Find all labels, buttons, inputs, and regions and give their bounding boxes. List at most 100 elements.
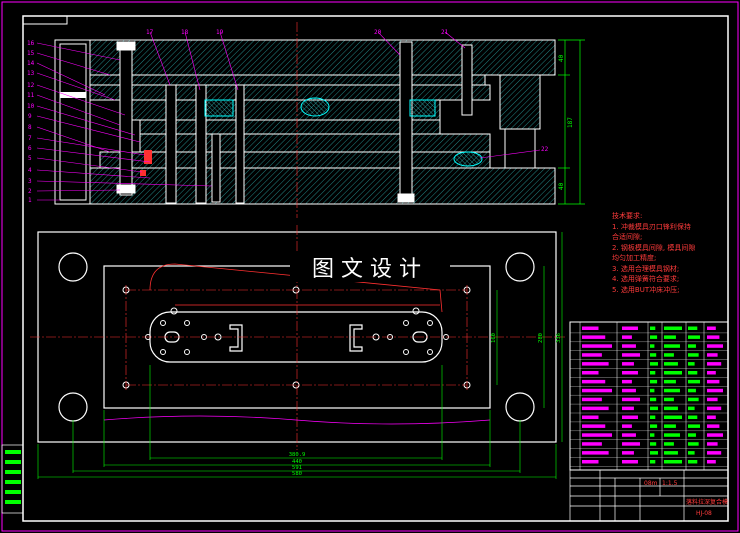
table-cell-text: [664, 388, 680, 393]
dim-plan-h2: 280: [538, 333, 544, 343]
plan-dimensions: [37, 232, 563, 479]
table-cell-text: [688, 362, 695, 366]
table-cell-text: [582, 442, 602, 446]
callout-leaders: [36, 31, 541, 201]
table-cell-text: [664, 451, 678, 455]
watermark-banner: 图文设计: [290, 252, 450, 282]
table-cell-text: [707, 433, 723, 437]
table-cell-text: [650, 371, 656, 375]
callout-18: 18: [181, 29, 189, 36]
table-cell-text: [650, 424, 658, 428]
table-cell-text: [622, 424, 632, 428]
table-cell-text: [582, 406, 609, 411]
table-cell-text: [688, 424, 700, 428]
table-cell-text: [622, 433, 636, 437]
table-cell-text: [650, 415, 656, 419]
table-cell-text: [664, 353, 674, 357]
callout-20: 20: [374, 29, 382, 36]
note-line: 均匀加工精度;: [612, 254, 657, 262]
callout-17: 17: [146, 29, 154, 36]
table-cell-text: [707, 326, 716, 330]
table-cell-text: [664, 415, 682, 419]
blank-outline: [149, 263, 443, 313]
callout-3: 3: [28, 178, 32, 185]
callout-10: 10: [27, 103, 35, 110]
table-cell-text: [664, 344, 680, 348]
dim-plan-h3: 336: [556, 333, 562, 343]
table-cell-text: [707, 424, 720, 428]
table-cell-text: [688, 433, 696, 437]
table-cell-text: [582, 415, 599, 419]
table-cell-text: [707, 451, 722, 455]
callout-6: 6: [28, 145, 32, 152]
guide-hole-br: [505, 392, 535, 422]
table-cell-text: [688, 415, 698, 419]
callout-11: 11: [27, 92, 35, 99]
table-cell-text: [622, 397, 640, 402]
table-cell-text: [664, 424, 676, 428]
guide-hole-tl: [58, 252, 88, 282]
table-cell-text: [688, 344, 696, 348]
table-cell-text: [650, 451, 658, 455]
note-line: 1. 冲裁模具刃口锋利保持: [612, 222, 691, 231]
table-cell-text: [582, 353, 602, 357]
table-cell-text: [707, 406, 722, 411]
note-line: 2. 钢板模具间隙, 模具间隙: [612, 243, 696, 252]
section-dimensions: [558, 39, 585, 205]
table-cell-text: [650, 335, 658, 339]
callout-19: 19: [216, 29, 224, 36]
watermark-text: 图文设计: [311, 257, 428, 282]
table-cell-text: [622, 362, 634, 366]
table-cell-text: [582, 379, 606, 384]
revision-block: [1, 444, 24, 514]
table-cell-text: [622, 460, 638, 464]
table-cell-text: [650, 433, 655, 437]
dim-width-1: 380.9: [289, 452, 306, 458]
drawing-number: HJ-08: [696, 510, 712, 517]
table-cell-text: [622, 379, 632, 384]
table-cell-text: [622, 353, 640, 357]
table-cell-text: [622, 335, 632, 339]
table-cell-text: [622, 371, 638, 375]
table-cell-text: [707, 388, 723, 393]
table-cell-text: [664, 326, 682, 330]
table-cell-text: [707, 362, 722, 366]
table-cell-text: [582, 335, 606, 339]
parts-list-table: [569, 321, 729, 471]
table-cell-text: [582, 326, 599, 330]
drawing-title: 落料拉深复合模: [686, 499, 729, 506]
table-cell-text: [622, 451, 634, 455]
dim-width-3: 591: [292, 465, 302, 471]
table-cell-text: [622, 442, 640, 446]
table-cell-text: [664, 433, 680, 437]
table-cell-text: [688, 388, 696, 393]
callout-16: 16: [27, 40, 35, 47]
stripper-plate: [139, 119, 441, 135]
table-cell-text: [664, 442, 674, 446]
table-cell-text: [650, 397, 657, 402]
table-cell-text: [664, 397, 674, 402]
table-cell-text: [707, 335, 720, 339]
table-cell-text: [650, 460, 656, 464]
callout-9: 9: [28, 113, 32, 120]
table-cell-text: [622, 406, 634, 411]
table-cell-text: [650, 344, 655, 348]
table-cell-text: [707, 460, 716, 464]
callout-15: 15: [27, 50, 35, 57]
table-cell-text: [582, 388, 612, 393]
table-cell-text: [688, 406, 695, 411]
table-cell-text: [664, 335, 676, 339]
table-cell-text: [688, 451, 695, 455]
dim-width-2: 440: [292, 459, 302, 465]
table-cell-text: [707, 442, 718, 446]
callout-12: 12: [27, 82, 35, 89]
table-cell-text: [688, 371, 698, 375]
table-cell-text: [688, 442, 699, 446]
lower-die-plate: [99, 151, 491, 169]
table-cell-text: [622, 344, 636, 348]
callout-1: 1: [28, 197, 32, 204]
dim-height-total: 187: [567, 117, 574, 128]
table-cell-text: [707, 344, 723, 348]
